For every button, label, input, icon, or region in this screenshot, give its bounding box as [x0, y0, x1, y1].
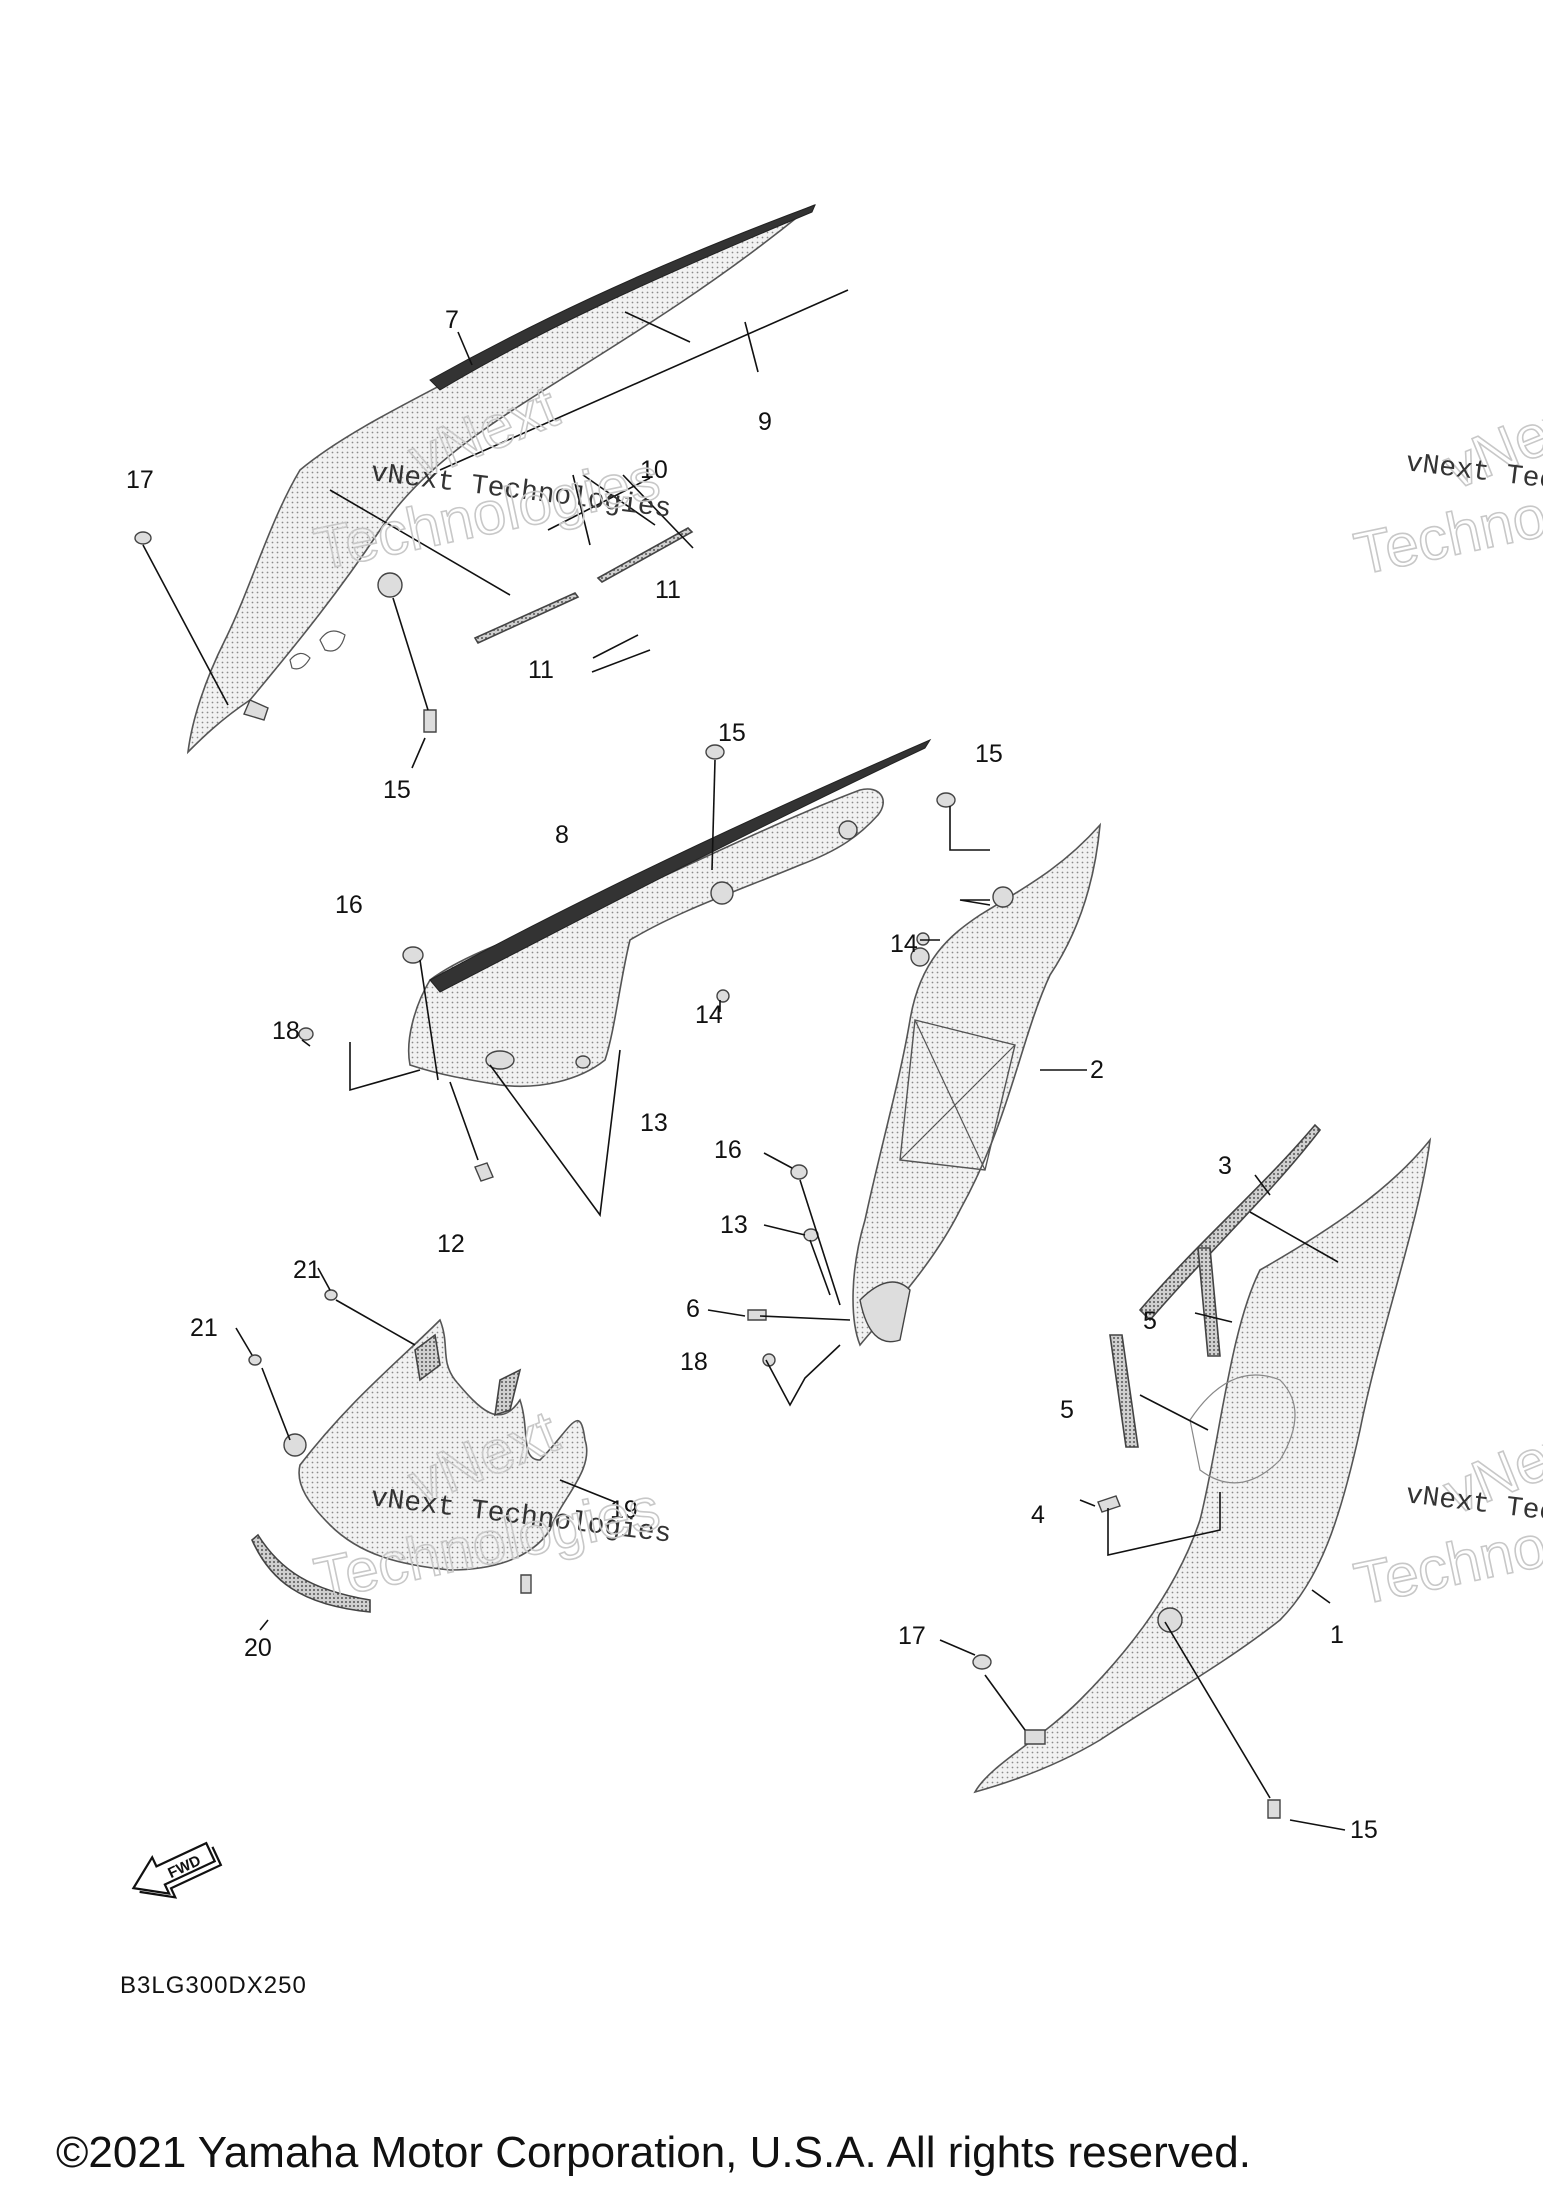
copyright-notice: ©2021 Yamaha Motor Corporation, U.S.A. A…: [56, 2128, 1251, 2177]
callout-14: 14: [695, 1001, 723, 1029]
callout-21: 21: [190, 1314, 218, 1342]
watermark-lower-right: vNext vNext Technologies Technologies: [1348, 1407, 1543, 1619]
callout-21: 21: [293, 1256, 321, 1284]
callout-15: 15: [383, 776, 411, 804]
callout-18: 18: [680, 1348, 708, 1376]
part-3-trim: [1138, 1123, 1322, 1322]
callout-17: 17: [898, 1622, 926, 1650]
callout-13: 13: [720, 1211, 748, 1239]
part-4-clip: [1097, 1495, 1121, 1513]
callout-3: 3: [1218, 1152, 1232, 1180]
callout-13: 13: [640, 1109, 668, 1137]
part-19-lower-panel: [283, 1318, 588, 1571]
callout-19: 19: [610, 1496, 638, 1524]
callout-labels: 7 9 10 11 11 17 15 15 15 8 16 18 14 14 1…: [126, 306, 1378, 1844]
part-2-side-panel: [852, 822, 1102, 1347]
callout-18: 18: [272, 1017, 300, 1045]
callout-8: 8: [555, 821, 569, 849]
part-5-trims: [1109, 1247, 1221, 1448]
callout-16: 16: [335, 891, 363, 919]
part-9-strip: [439, 289, 849, 471]
callout-7: 7: [445, 306, 459, 334]
callout-17: 17: [126, 466, 154, 494]
callout-1: 1: [1330, 1621, 1344, 1649]
callout-20: 20: [244, 1634, 272, 1662]
part-11-strips: [473, 527, 694, 645]
callout-15: 15: [718, 719, 746, 747]
callout-14: 14: [890, 930, 918, 958]
callout-9: 9: [758, 408, 772, 436]
callout-6: 6: [686, 1295, 700, 1323]
hardware: [134, 531, 1281, 1819]
watermark-upper-right: vNext vNext Technologies Technologies: [1348, 382, 1543, 589]
callout-12: 12: [437, 1230, 465, 1258]
fwd-arrow-icon: FWD: [131, 1841, 223, 1899]
callout-5: 5: [1060, 1396, 1074, 1424]
part-1-main-cowl: [973, 1137, 1432, 1794]
callout-11: 11: [528, 656, 554, 684]
callout-4: 4: [1031, 1501, 1045, 1529]
callout-15: 15: [975, 740, 1003, 768]
callout-5: 5: [1143, 1307, 1157, 1335]
leader-lines: [142, 311, 1346, 1831]
callout-2: 2: [1090, 1056, 1104, 1084]
part-7-upper-cowl: [186, 204, 816, 755]
diagram-code: B3LG300DX250: [120, 1972, 307, 1999]
callout-10: 10: [640, 456, 668, 484]
part-8-inner-panel: [407, 738, 932, 1088]
callout-15: 15: [1350, 1816, 1378, 1844]
callout-11: 11: [655, 576, 681, 604]
part-20-trim: [251, 1533, 371, 1613]
callout-16: 16: [714, 1136, 742, 1164]
